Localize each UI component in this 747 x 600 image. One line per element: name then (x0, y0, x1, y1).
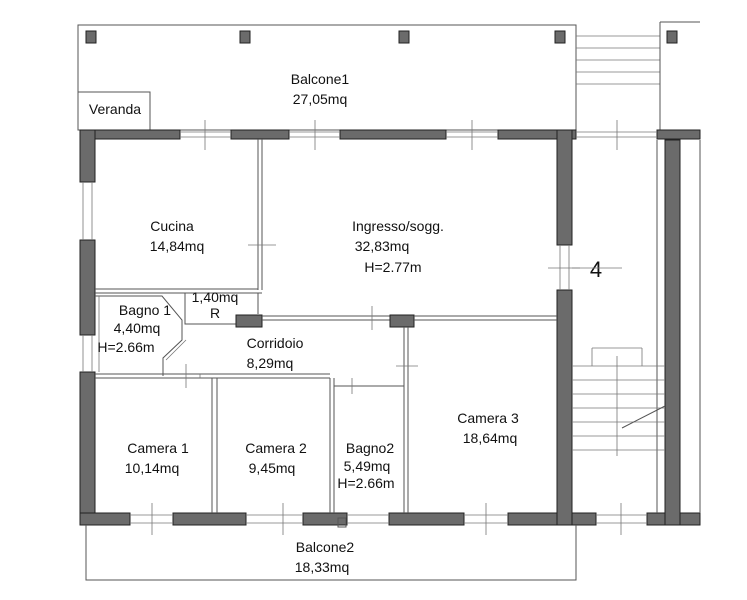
left-wall (79, 129, 96, 526)
camera2-area: 9,45mq (249, 460, 296, 476)
ripostiglio-name: R (210, 305, 220, 321)
ingresso-name: Ingresso/sogg. (352, 218, 444, 234)
balcone1-outline (77, 24, 577, 131)
balcone2-area: 18,33mq (295, 559, 349, 575)
cucina-name: Cucina (150, 218, 194, 234)
balcone2-name: Balcone2 (296, 539, 355, 555)
camera3-name: Camera 3 (457, 410, 519, 426)
ingresso-height: H=2.77m (364, 259, 421, 275)
camera1-area: 10,14mq (125, 460, 179, 476)
ingresso-area: 32,83mq (355, 238, 409, 254)
stair-number-label: 4 (590, 257, 602, 282)
bagno2-name: Bagno2 (346, 440, 394, 456)
camera1-name: Camera 1 (127, 440, 189, 456)
balcone1-area: 27,05mq (293, 91, 347, 107)
top-staircase (576, 21, 700, 130)
bagno2-area: 5,49mq (344, 458, 391, 474)
cucina-area: 14,84mq (150, 238, 204, 254)
camera2-name: Camera 2 (245, 440, 307, 456)
bagno1-height: H=2.66m (97, 339, 154, 355)
bottom-staircase (572, 347, 666, 456)
balcone1-name: Balcone1 (291, 71, 350, 87)
balcone2-outline (85, 525, 577, 581)
corridoio-area: 8,29mq (247, 355, 294, 371)
bottom-walls (79, 503, 701, 535)
ripostiglio-area: 1,40mq (192, 289, 239, 305)
room-labels: Balcone1 27,05mq Veranda Cucina 14,84mq … (89, 71, 519, 575)
bagno1-area: 4,40mq (114, 320, 161, 336)
interior-partitions (95, 139, 557, 528)
corridoio-name: Corridoio (247, 335, 304, 351)
bagno1-name: Bagno 1 (119, 302, 171, 318)
right-walls (548, 129, 701, 526)
bagno2-height: H=2.66m (337, 475, 394, 491)
camera3-area: 18,64mq (463, 430, 517, 446)
stair-number: 4 (572, 257, 622, 282)
top-walls (79, 120, 701, 150)
veranda-name: Veranda (89, 101, 141, 117)
